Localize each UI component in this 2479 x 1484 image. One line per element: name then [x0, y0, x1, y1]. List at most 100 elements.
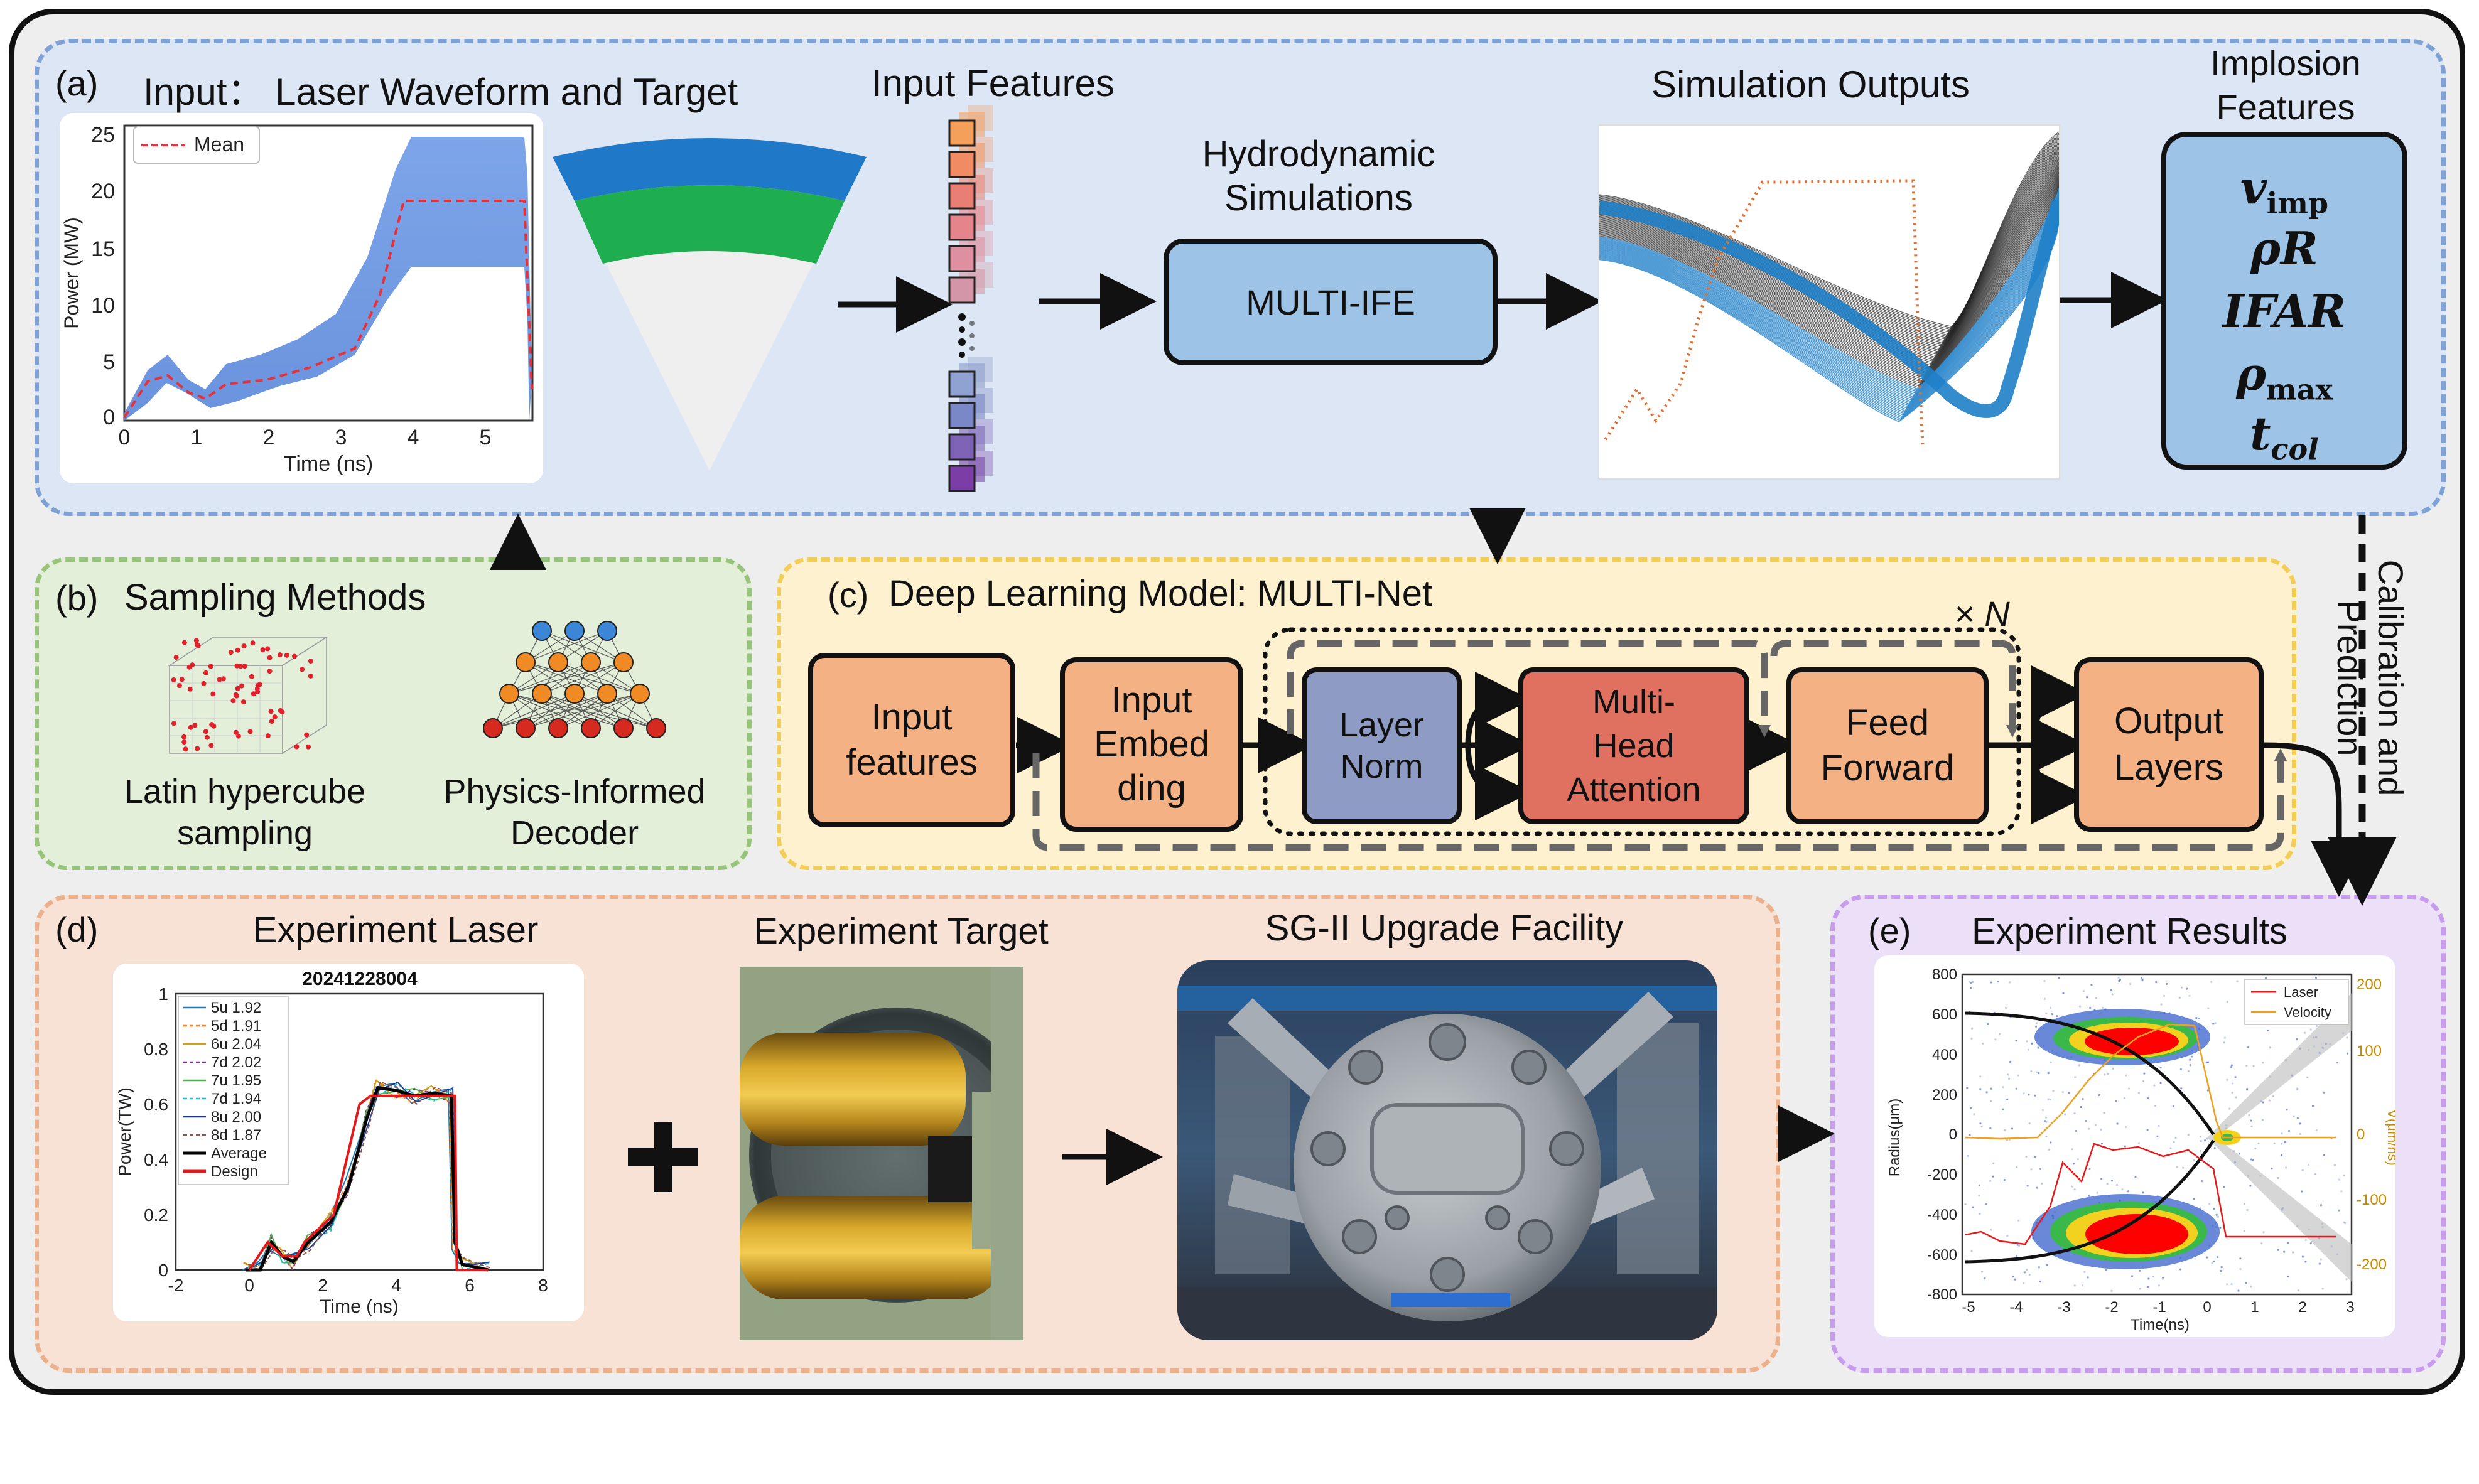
panel-b-title: Sampling Methods [124, 577, 426, 618]
res-xtick: 2 [2298, 1299, 2306, 1316]
repeat-label: × N [1954, 594, 2010, 633]
laser-design [248, 1094, 489, 1271]
box-line: ding [1117, 768, 1186, 809]
laser-title: Experiment Laser [252, 910, 539, 950]
feature-subscript: imp [2266, 186, 2329, 220]
res-ytick: -600 [1927, 1247, 1957, 1264]
lhs-label-line1: Latin hypercube [124, 773, 366, 810]
laser-legend-entry: 8u 2.00 [211, 1109, 261, 1126]
res-ytick: -800 [1927, 1286, 1957, 1303]
input-embedding-box: Input Embed ding [1060, 657, 1243, 832]
panel-e-letter: (e) [1868, 911, 1911, 950]
res-xtick: -1 [2152, 1299, 2166, 1316]
layer-norm-box: Layer Norm [1302, 667, 1462, 824]
waveform-ytick: 10 [91, 294, 115, 318]
laser-legend-entry: 8d 1.87 [211, 1127, 261, 1144]
decoder-network [483, 621, 666, 738]
waveform-xlabel: Time (ns) [284, 452, 373, 476]
input-features-title: Input Features [872, 62, 1115, 104]
input-features-stack [948, 105, 993, 492]
calibration-line1: Calibration and [2371, 559, 2411, 797]
pid-label-line1: Physics-Informed [443, 773, 706, 810]
res-ylabel: Radius(μm) [1886, 1099, 1903, 1177]
output-layers-box: Output Layers [2074, 657, 2264, 832]
box-line: Head [1593, 727, 1675, 765]
laser-chart: 20241228004 0 0.2 0.4 0.6 0.8 1 -2 0 2 4… [113, 964, 584, 1321]
res-ytick: -200 [1927, 1166, 1957, 1183]
waveform-xtick: 4 [408, 426, 419, 449]
implosion-title-line2: Features [2216, 87, 2355, 127]
laser-xtick: -2 [168, 1276, 184, 1295]
waveform-ytick: 0 [103, 406, 115, 429]
laser-xtick: 6 [465, 1276, 475, 1295]
sim-trajectories [1599, 131, 2059, 446]
box-line: Forward [1820, 748, 1955, 788]
box-line: Input [871, 697, 953, 738]
waveform-ytick: 25 [91, 123, 115, 147]
box-line: features [846, 742, 978, 783]
res-y2tick: -100 [2357, 1191, 2387, 1208]
target-title: Experiment Target [753, 911, 1049, 952]
laser-legend-entry: Average [211, 1145, 267, 1162]
laser-trace [247, 1081, 491, 1269]
res-y2tick: 200 [2357, 976, 2382, 993]
sim-outputs-title: Simulation Outputs [1651, 63, 1970, 105]
laser-ytick: 1 [158, 984, 168, 1004]
feature-rhomax: ρmax [2166, 347, 2402, 406]
feature-symbol: IFAR [2222, 284, 2347, 338]
waveform-ylabel: Power (MW) [60, 217, 83, 329]
waveform-xtick: 5 [480, 426, 492, 449]
laser-xtick: 2 [318, 1276, 328, 1295]
laser-ytick: 0.6 [144, 1095, 168, 1114]
waveform-ytick: 20 [91, 180, 115, 203]
box-line: Feed [1845, 702, 1930, 743]
waveform-legend: Mean [194, 133, 244, 156]
res-xtick: -5 [1962, 1299, 1975, 1316]
laser-xtick: 8 [538, 1276, 548, 1295]
res-y2label: V(μm/ns) [2385, 1109, 2395, 1166]
feature-ifar: IFAR [2166, 284, 2402, 338]
waveform-xtick: 0 [119, 426, 131, 449]
waveform-ytick: 15 [91, 237, 115, 261]
box-line: Input [1111, 680, 1192, 721]
waveform-ytick: 5 [103, 350, 115, 374]
res-xtick: 1 [2250, 1299, 2259, 1316]
laser-xtick: 0 [244, 1276, 254, 1295]
laser-xtick: 4 [391, 1276, 401, 1295]
results-chart: 800 600 400 200 0 -200 -400 -600 -800 -5… [1874, 955, 2395, 1337]
panel-a-letter: (a) [55, 63, 99, 103]
feature-symbol: ρ [2236, 347, 2266, 401]
multi-ife-box: MULTI-IFE [1164, 239, 1498, 365]
implosion-title-line1: Implosion [2210, 43, 2361, 83]
res-ytick: 400 [1932, 1046, 1957, 1063]
panel-c-title: Deep Learning Model: MULTI-Net [888, 573, 1433, 614]
lhs-cube [168, 636, 328, 755]
res-ytick: 200 [1932, 1087, 1957, 1104]
decoder-layers [483, 621, 666, 738]
feature-subscript: col [2271, 432, 2319, 466]
feature-vimp: vimp [2166, 161, 2402, 220]
res-xtick: 0 [2203, 1299, 2211, 1316]
res-ytick: 600 [1932, 1006, 1957, 1023]
laser-legend-entry: 5u 1.92 [211, 999, 261, 1016]
panel-e-title: Experiment Results [1972, 911, 2287, 952]
res-y2tick: 0 [2357, 1126, 2365, 1143]
waveform-xtick: 2 [263, 426, 275, 449]
feature-symbol: v [2240, 161, 2267, 214]
facility-title: SG-II Upgrade Facility [1265, 908, 1624, 949]
target-wedge [553, 138, 867, 471]
box-line: Attention [1567, 771, 1701, 809]
laser-legend-entry: 7d 1.94 [211, 1090, 261, 1107]
implosion-features-box: vimp ρR IFAR ρmax tcol [2161, 132, 2407, 470]
laser-ylabel: Power(TW) [115, 1087, 134, 1176]
box-line: Layers [2114, 747, 2224, 788]
pid-label-line2: Decoder [510, 814, 639, 852]
res-xtick: -2 [2105, 1299, 2118, 1316]
laser-legend-entry: 7d 2.02 [211, 1054, 261, 1071]
box-line: Layer [1339, 706, 1425, 744]
facility-photo [1177, 960, 1717, 1340]
lhs-label-line2: sampling [176, 814, 313, 852]
res-y2tick: -200 [2357, 1256, 2387, 1273]
box-line: Embed [1094, 724, 1209, 765]
